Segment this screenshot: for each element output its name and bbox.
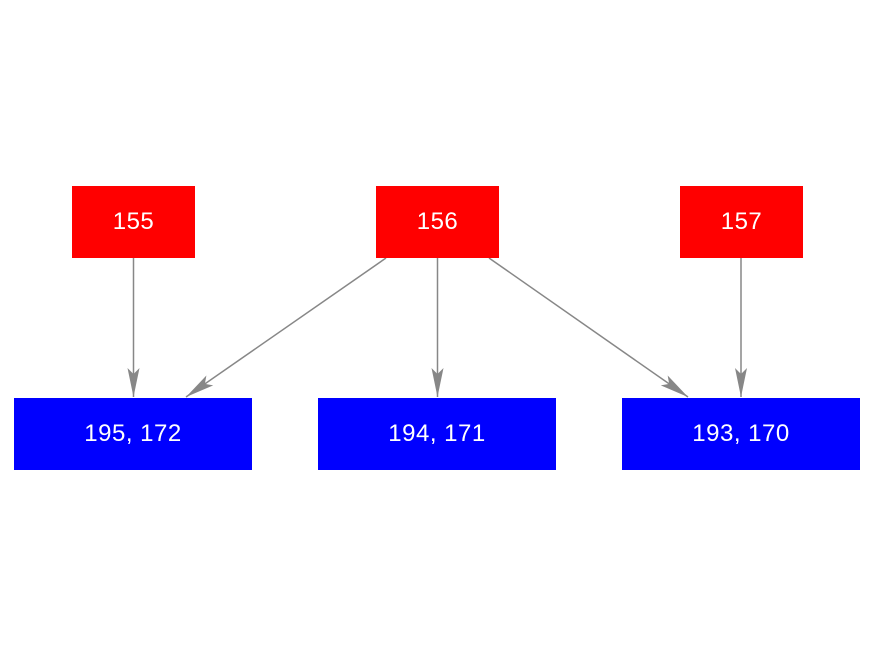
source-node-label: 155 bbox=[112, 208, 155, 235]
target-node-193-170: 193, 170 bbox=[622, 398, 860, 470]
target-node-label: 195, 172 bbox=[84, 420, 182, 447]
source-node-label: 156 bbox=[416, 208, 459, 235]
source-node-155: 155 bbox=[72, 186, 195, 258]
target-node-label: 193, 170 bbox=[692, 420, 790, 447]
target-node-195-172: 195, 172 bbox=[14, 398, 252, 470]
source-node-label: 157 bbox=[720, 208, 763, 235]
target-node-label: 194, 171 bbox=[388, 420, 486, 447]
target-node-194-171: 194, 171 bbox=[318, 398, 556, 470]
source-node-156: 156 bbox=[376, 186, 499, 258]
edge-156-to-193-170 bbox=[488, 257, 689, 398]
source-node-157: 157 bbox=[680, 186, 803, 258]
edge-156-to-195-172 bbox=[185, 257, 387, 398]
